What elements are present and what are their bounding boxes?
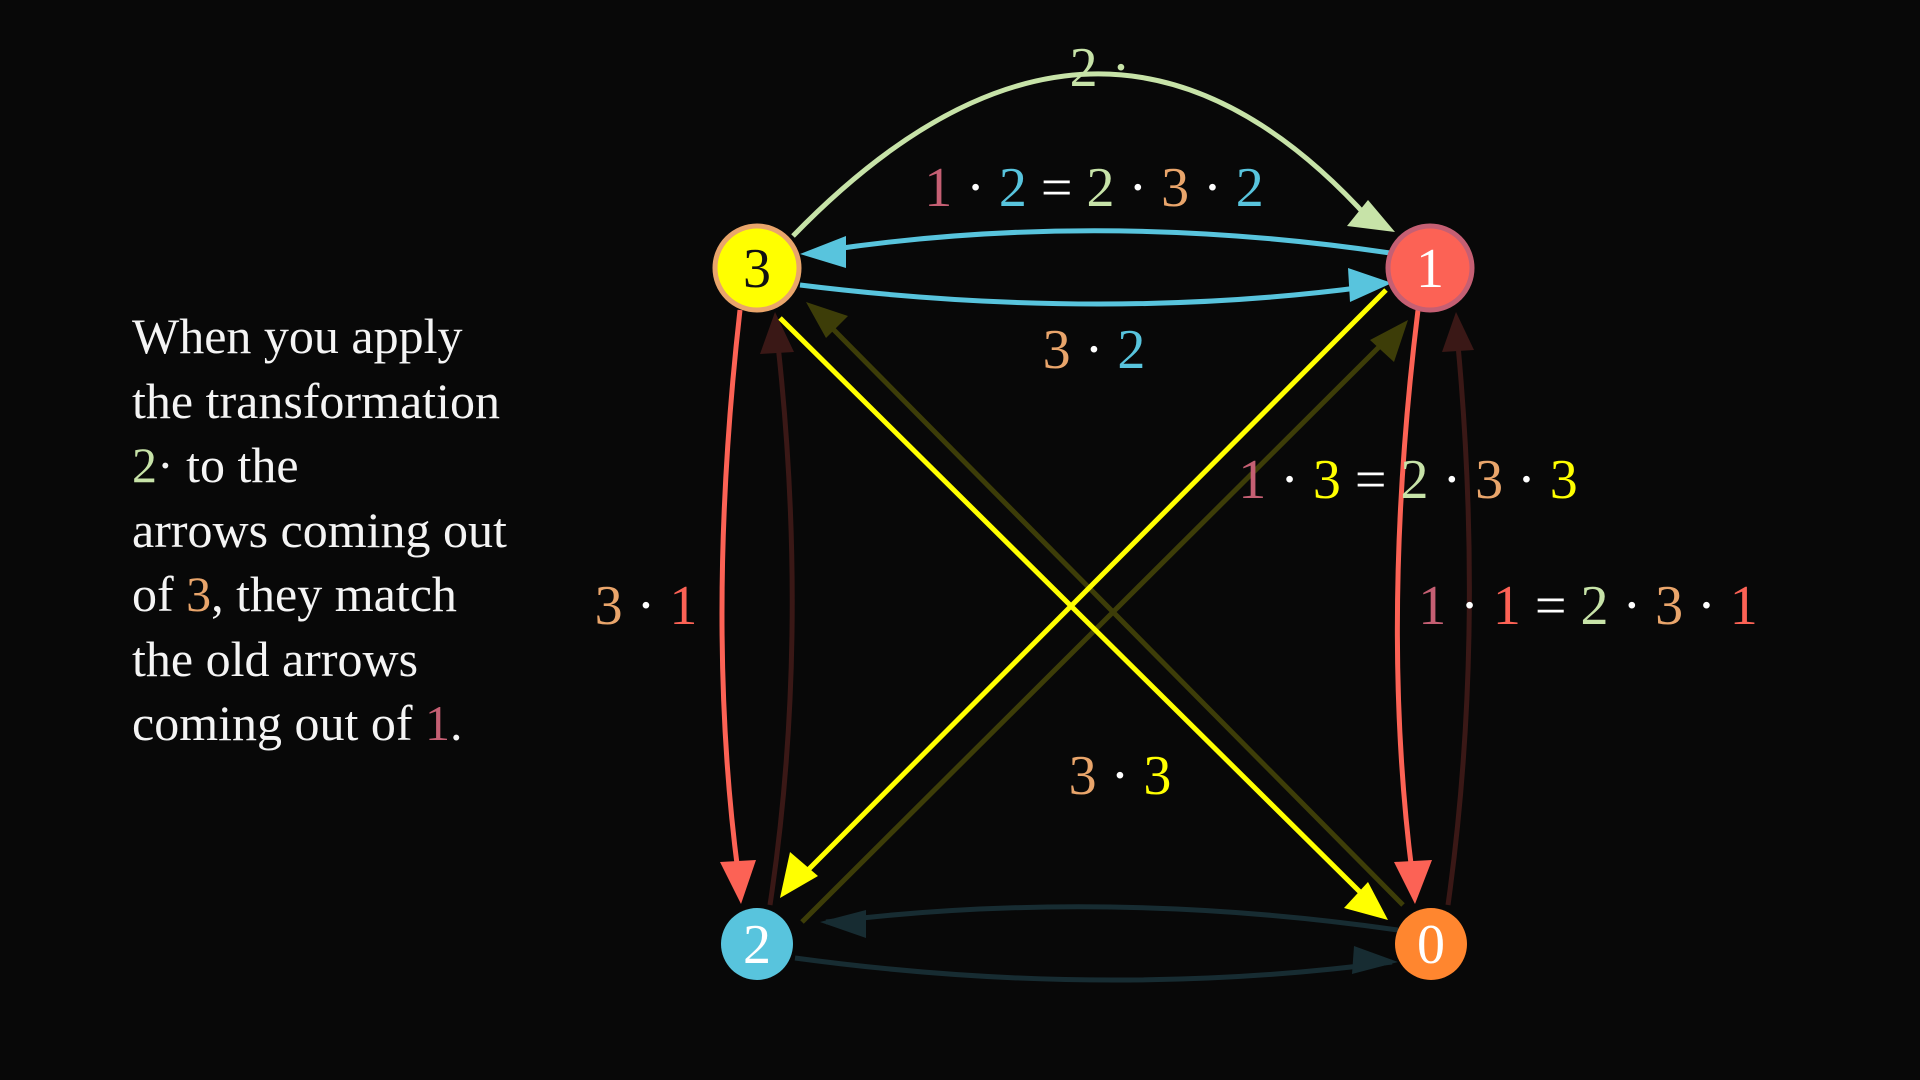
arrow-0-to-2-head bbox=[820, 910, 866, 938]
arrow-0-to-3 bbox=[828, 324, 1405, 907]
label-equation-1-3: 1 · 3 = 2 · 3 · 3 bbox=[1238, 449, 1578, 511]
node-1-label: 1 bbox=[1416, 238, 1444, 300]
arrow-0-to-3-head bbox=[806, 302, 848, 338]
paragraph-coming-out-of: coming out of bbox=[132, 695, 426, 751]
arrow-3-to-1-outer-head bbox=[1347, 200, 1395, 232]
arrow-3-to-1-inner bbox=[799, 282, 1366, 307]
paragraph-period: . bbox=[450, 695, 463, 751]
arrow-3-to-0-head bbox=[1344, 882, 1388, 920]
arrow-1-to-0 bbox=[1394, 309, 1421, 873]
arrow-2-to-0-head bbox=[1352, 946, 1398, 974]
arrow-2-to-3 bbox=[767, 344, 795, 906]
label-top-arc: 2 · bbox=[1069, 37, 1131, 99]
arrow-3-to-2 bbox=[719, 309, 743, 873]
explanation-paragraph: When you apply the transformation 2· to … bbox=[132, 304, 612, 756]
node-2: 2 bbox=[721, 908, 793, 980]
label-equation-1-1: 1 · 1 = 2 · 3 · 1 bbox=[1418, 575, 1758, 637]
arrow-2-to-3-head bbox=[760, 312, 794, 354]
arrow-2-to-1 bbox=[800, 342, 1384, 924]
arrow-0-to-2 bbox=[825, 904, 1399, 933]
node-3: 3 bbox=[712, 223, 802, 313]
node-1: 1 bbox=[1385, 223, 1475, 313]
node-2-label: 2 bbox=[743, 914, 771, 976]
arrow-1-to-2-head bbox=[780, 852, 818, 898]
paragraph-line-4: arrows coming out bbox=[132, 501, 507, 558]
label-3-times-1: 3 · 1 bbox=[594, 575, 698, 637]
arrow-2-to-1-head bbox=[1370, 320, 1408, 362]
arrow-0-to-1-head bbox=[1442, 312, 1474, 352]
paragraph-line-6: the old arrows bbox=[132, 630, 419, 687]
arrow-3-to-1-outer bbox=[791, 71, 1372, 238]
paragraph-line-2: the transformation bbox=[132, 372, 500, 429]
arrow-1-to-3 bbox=[827, 228, 1391, 256]
label-3-times-2: 3 · 2 bbox=[1042, 319, 1146, 381]
arrow-1-to-0-head bbox=[1394, 860, 1432, 904]
node-0: 0 bbox=[1395, 908, 1467, 980]
node-3-label: 3 bbox=[743, 238, 771, 300]
label-equation-1-2: 1 · 2 = 2 · 3 · 2 bbox=[924, 157, 1264, 219]
paragraph-of: of bbox=[132, 566, 187, 622]
arrow-0-to-1 bbox=[1445, 344, 1472, 906]
arrow-3-to-1-inner-head bbox=[1348, 268, 1392, 302]
paragraph-two: 2 bbox=[132, 437, 157, 493]
label-3-times-3: 3 · 3 bbox=[1068, 745, 1172, 807]
paragraph-line-5: of 3, they match bbox=[132, 562, 612, 627]
paragraph-three: 3 bbox=[186, 566, 212, 622]
arrow-1-to-2 bbox=[806, 288, 1388, 872]
paragraph-line-7: coming out of 1. bbox=[132, 691, 612, 756]
paragraph-line-1: When you apply bbox=[132, 308, 463, 364]
arrow-3-to-2-head bbox=[720, 860, 756, 904]
node-0-label: 0 bbox=[1417, 914, 1445, 976]
paragraph-to-the: · to the bbox=[157, 437, 299, 493]
arrow-2-to-0 bbox=[794, 955, 1393, 983]
paragraph-one: 1 bbox=[425, 695, 451, 751]
paragraph-they-match: , they match bbox=[211, 566, 457, 622]
arrow-1-to-3-head bbox=[800, 236, 846, 268]
paragraph-line-3: 2· to the bbox=[132, 433, 612, 498]
